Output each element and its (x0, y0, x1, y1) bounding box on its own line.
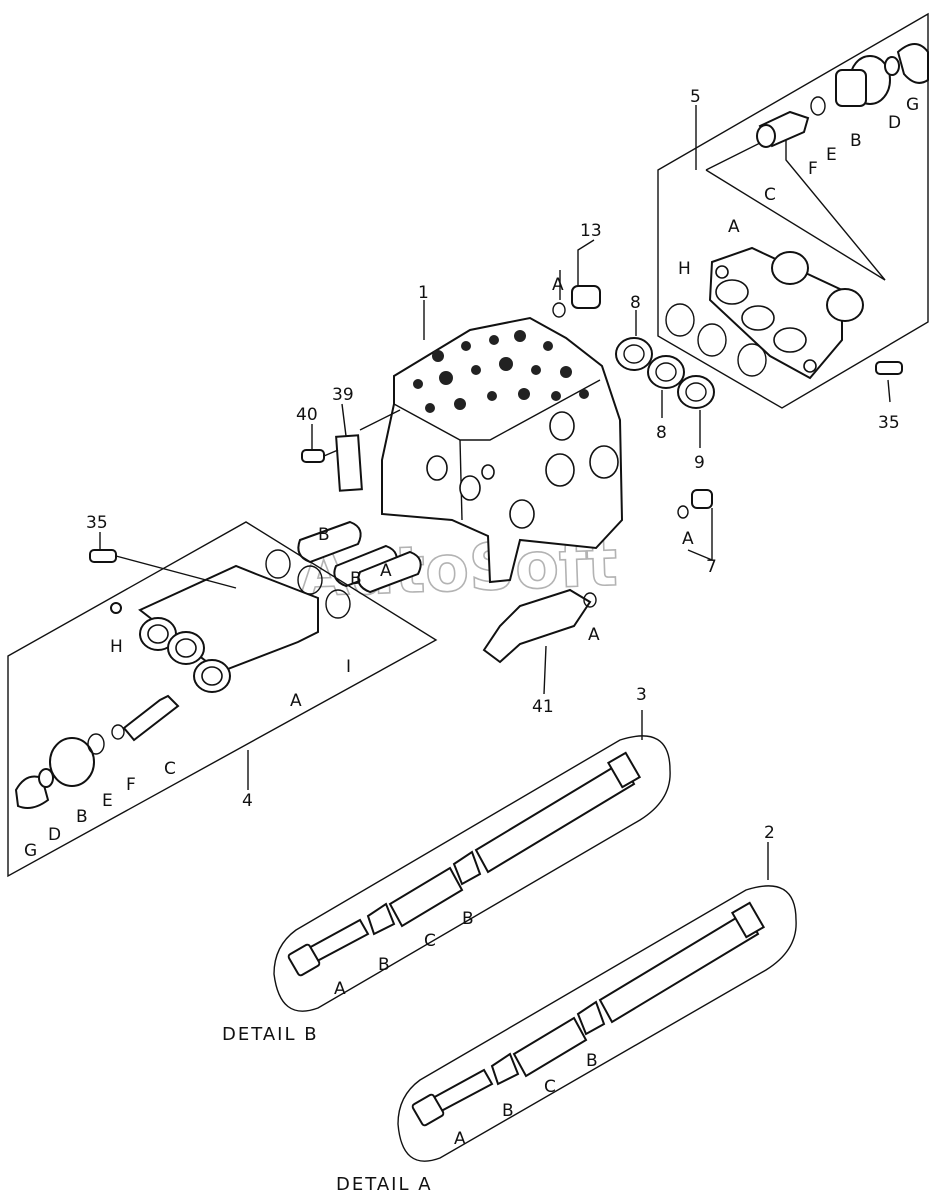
label-1: 1 (418, 283, 429, 303)
label-3: 3 (636, 685, 647, 705)
label-4-B: B (76, 807, 88, 827)
label-5-E: E (826, 145, 837, 165)
label-plug-B2: B (350, 569, 362, 589)
part-labels: 1 2 3 4 5 7 8 8 9 13 35 35 39 40 41 A B … (24, 87, 919, 1149)
label-13: 13 (580, 221, 602, 241)
plug-7 (691, 489, 713, 509)
label-4-H: H (110, 637, 123, 657)
detail-a-spool-2 (397, 885, 797, 1162)
label-2-B2: B (586, 1051, 598, 1071)
label-41: 41 (532, 697, 554, 717)
screw-40 (301, 449, 325, 463)
label-4-C: C (164, 759, 176, 779)
label-4-I: I (346, 657, 351, 677)
label-3-B1: B (378, 955, 390, 975)
label-5-H: H (678, 259, 691, 279)
label-13-A: A (552, 275, 564, 295)
assembly-5-panel (657, 12, 929, 409)
label-5-C: C (764, 185, 776, 205)
label-plug-A: A (380, 561, 392, 581)
plate-39 (335, 434, 363, 492)
label-5-F: F (808, 159, 818, 179)
valve-41 (482, 588, 597, 664)
label-4: 4 (242, 791, 253, 811)
plug-13 (571, 285, 601, 309)
label-5-D: D (888, 113, 901, 133)
plugs-b-b-a (297, 520, 422, 594)
label-3-B2: B (462, 909, 474, 929)
label-35-right: 35 (878, 413, 900, 433)
detail-b-spool-3 (273, 735, 671, 1012)
label-7-A: A (682, 529, 694, 549)
label-41-A: A (588, 625, 600, 645)
label-9: 9 (694, 453, 705, 473)
valve-body-1 (381, 316, 624, 584)
label-2-C: C (544, 1077, 556, 1097)
label-5-G: G (906, 95, 919, 115)
label-plug-B1: B (318, 525, 330, 545)
label-4-F: F (126, 775, 136, 795)
assembly-4-panel (7, 521, 438, 878)
label-2: 2 (764, 823, 775, 843)
label-3-C: C (424, 931, 436, 951)
label-4-A: A (290, 691, 302, 711)
label-5: 5 (690, 87, 701, 107)
label-35-left: 35 (86, 513, 108, 533)
sleeves-8-9 (615, 337, 715, 409)
leader-lines (99, 105, 891, 880)
label-8-bottom: 8 (656, 423, 667, 443)
caption-detail-b: DETAIL B (222, 1024, 319, 1045)
label-4-G: G (24, 841, 37, 861)
label-40: 40 (296, 405, 318, 425)
caption-detail-a: DETAIL A (336, 1174, 433, 1195)
label-7: 7 (706, 557, 717, 577)
label-39: 39 (332, 385, 354, 405)
label-4-D: D (48, 825, 61, 845)
label-8-top: 8 (630, 293, 641, 313)
label-3-A: A (334, 979, 346, 999)
label-4-E: E (102, 791, 113, 811)
label-5-A: A (728, 217, 740, 237)
label-2-A: A (454, 1129, 466, 1149)
label-5-B: B (850, 131, 862, 151)
label-2-B1: B (502, 1101, 514, 1121)
